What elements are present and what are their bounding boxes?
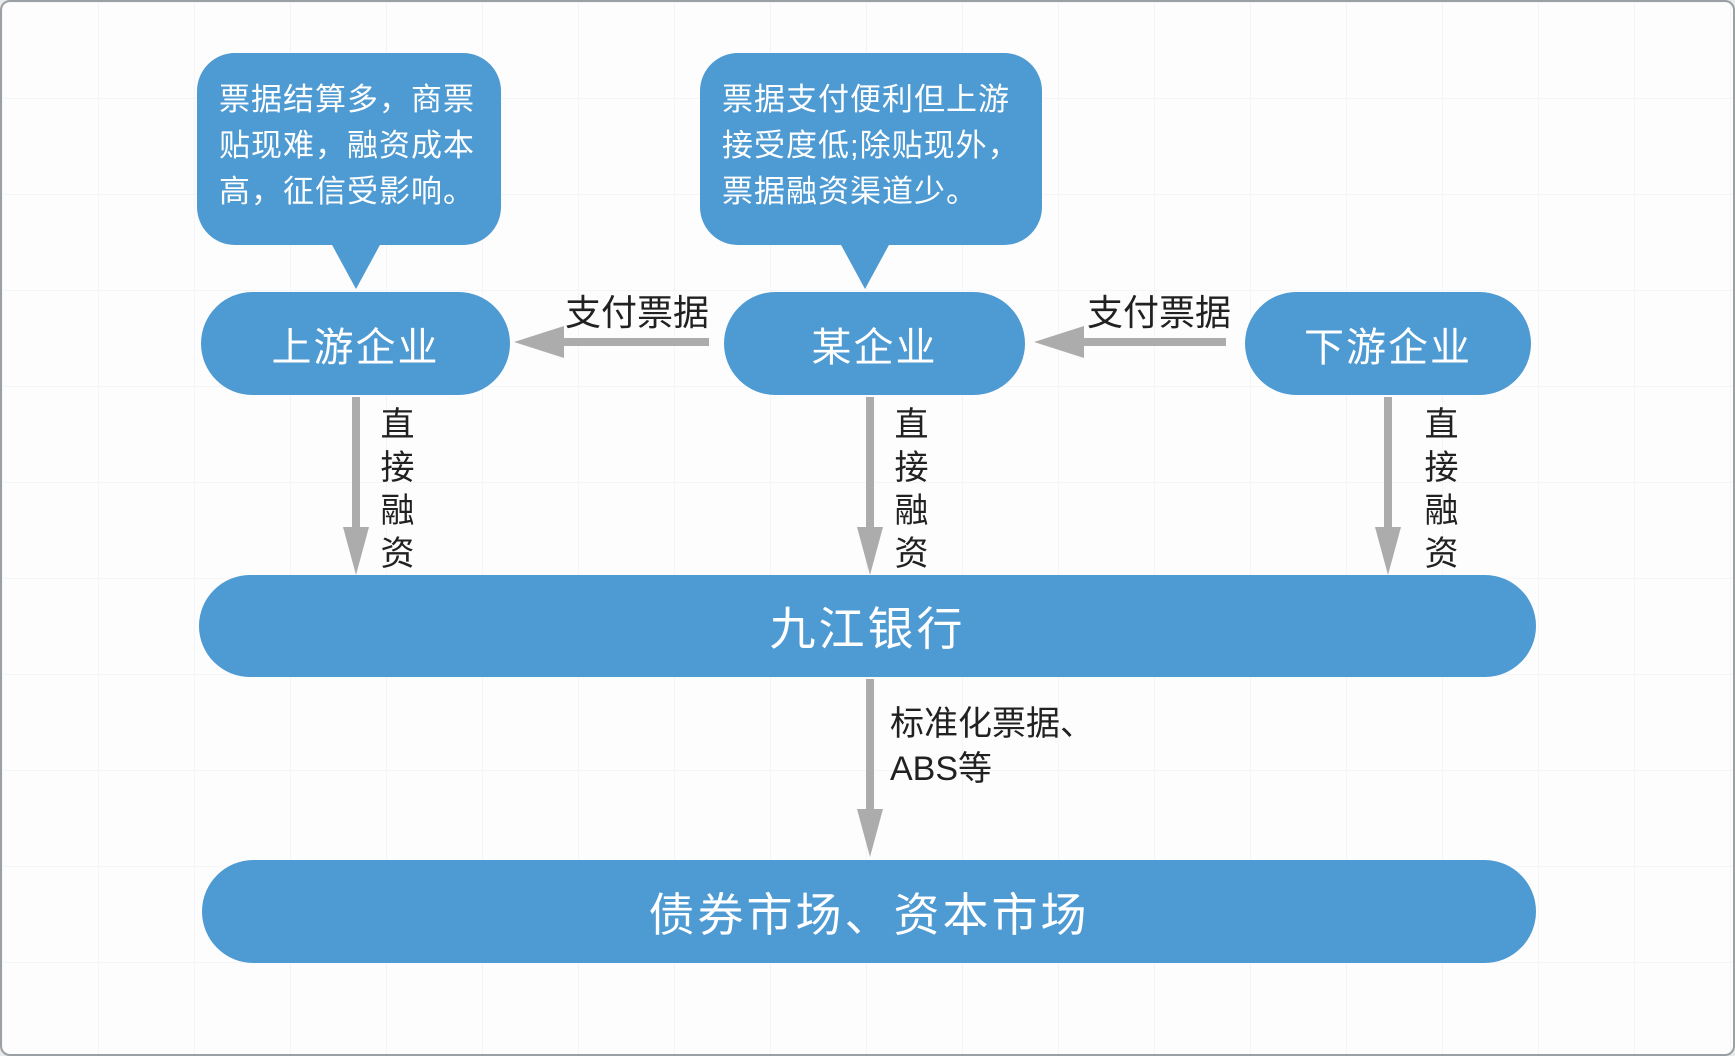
callout-line: 接受度低;除贴现外， — [722, 128, 1020, 163]
edge-label-pay-bill-left: 支付票据 — [564, 292, 709, 333]
node-bank: 九江银行 — [199, 575, 1536, 677]
arrow-down-icon — [1375, 527, 1401, 575]
arrow-down-icon — [857, 809, 883, 857]
node-label: 债券市场、资本市场 — [648, 888, 1090, 941]
arrow-down-icon — [343, 527, 369, 575]
edge-label-line: ABS等 — [890, 750, 993, 788]
node-upstream-enterprise: 上游企业 — [201, 292, 510, 395]
node-downstream-enterprise: 下游企业 — [1245, 292, 1531, 395]
node-label: 上游企业 — [271, 325, 440, 370]
callout-line: 贴现难，融资成本 — [219, 128, 475, 163]
node-label: 下游企业 — [1304, 325, 1472, 370]
arrow-shaft — [866, 397, 874, 528]
arrow-shaft — [1082, 338, 1226, 346]
edge-label-pay-bill-right: 支付票据 — [1086, 292, 1231, 333]
arrow-left-icon — [514, 326, 564, 358]
arrow-shaft — [562, 338, 709, 346]
edge-label-direct-financing: 直接融资 — [375, 406, 413, 578]
arrow-shaft — [1384, 397, 1392, 528]
node-company: 某企业 — [724, 292, 1025, 395]
arrow-down-icon — [857, 527, 883, 575]
callout-line: 票据融资渠道少。 — [722, 174, 978, 209]
edge-label-standardized-bills: 标准化票据、 ABS等 — [890, 702, 1094, 792]
arrow-shaft — [866, 679, 874, 810]
callout-tail-icon — [331, 243, 381, 289]
edge-label-line: 标准化票据、 — [890, 705, 1094, 743]
callout-line: 票据支付便利但上游 — [722, 82, 1010, 117]
callout-line: 高，征信受影响。 — [219, 174, 475, 209]
edge-label-direct-financing: 直接融资 — [889, 406, 927, 578]
arrow-shaft — [352, 397, 360, 528]
node-bond-capital-market: 债券市场、资本市场 — [202, 860, 1536, 963]
callout-upstream-note: 票据结算多，商票 贴现难，融资成本 高，征信受影响。 — [197, 53, 501, 245]
node-label: 某企业 — [811, 325, 938, 370]
callout-line: 票据结算多，商票 — [219, 82, 475, 117]
node-label: 九江银行 — [769, 603, 966, 655]
edge-label-direct-financing: 直接融资 — [1419, 406, 1457, 578]
callout-company-note: 票据支付便利但上游 接受度低;除贴现外， 票据融资渠道少。 — [700, 53, 1042, 245]
callout-tail-icon — [840, 243, 890, 289]
arrow-left-icon — [1034, 326, 1084, 358]
